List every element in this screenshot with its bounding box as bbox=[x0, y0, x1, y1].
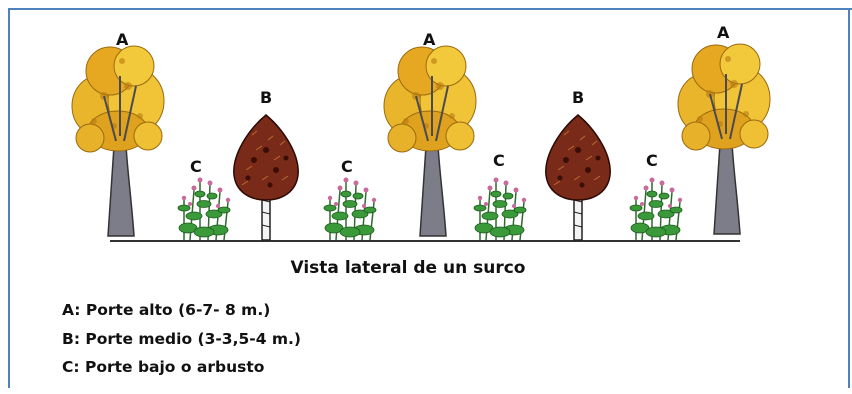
label-low-3: C bbox=[493, 151, 505, 170]
tall-tree-icon bbox=[383, 45, 477, 237]
shrub-icon bbox=[629, 176, 683, 241]
label-medium-2: B bbox=[572, 88, 584, 107]
legend-item-low: C: Porte bajo o arbusto bbox=[62, 358, 265, 376]
frame-right-border bbox=[848, 8, 850, 388]
label-tall-3: A bbox=[717, 23, 730, 42]
frame-top-border bbox=[8, 8, 852, 10]
label-tall-1: A bbox=[116, 30, 129, 49]
medium-tree-icon bbox=[233, 114, 299, 241]
tall-tree-icon bbox=[677, 43, 771, 235]
label-medium-1: B bbox=[260, 88, 272, 107]
shrub-icon bbox=[177, 176, 231, 241]
label-low-4: C bbox=[646, 151, 658, 170]
medium-tree-icon bbox=[545, 114, 611, 241]
legend-item-medium: B: Porte medio (3-3,5-4 m.) bbox=[62, 330, 301, 348]
tall-tree-icon bbox=[71, 45, 165, 237]
frame-left-border bbox=[8, 8, 10, 388]
shrub-icon bbox=[323, 176, 377, 241]
label-low-2: C bbox=[341, 157, 353, 176]
label-tall-2: A bbox=[423, 30, 436, 49]
shrub-icon bbox=[473, 176, 527, 241]
label-low-1: C bbox=[190, 157, 202, 176]
figure-caption: Vista lateral de un surco bbox=[291, 258, 526, 278]
legend-item-tall: A: Porte alto (6-7- 8 m.) bbox=[62, 301, 271, 319]
